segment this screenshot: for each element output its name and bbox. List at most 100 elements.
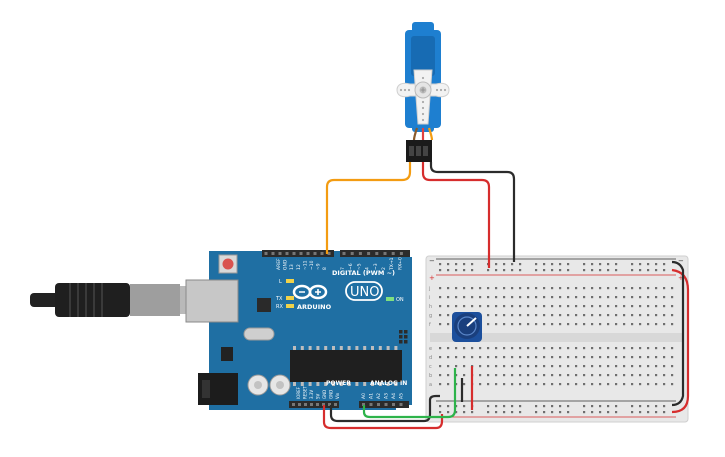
chip-pin <box>347 382 351 386</box>
breadboard-hole <box>511 356 514 359</box>
wires[interactable] <box>322 162 690 430</box>
breadboard-rail-hole <box>471 263 474 266</box>
breadboard-hole <box>551 347 554 350</box>
chip-pin <box>363 382 367 386</box>
chip-pin <box>371 346 374 350</box>
breadboard-rail-hole <box>639 263 642 266</box>
breadboard-hole <box>439 356 442 359</box>
icsp-pin <box>404 335 408 339</box>
breadboard-rail-hole <box>511 269 514 272</box>
breadboard-hole <box>591 323 594 326</box>
breadboard-hole <box>607 383 610 386</box>
breadboard-hole <box>663 383 666 386</box>
breadboard-hole <box>591 347 594 350</box>
breadboard-hole <box>503 383 506 386</box>
digital-pin-hole <box>383 252 387 255</box>
breadboard-hole <box>671 296 674 299</box>
wire-rail-ground-jumper[interactable] <box>671 260 685 407</box>
breadboard-hole <box>519 323 522 326</box>
breadboard-hole <box>655 305 658 308</box>
arduino-logo-text: ARDUINO <box>297 303 332 311</box>
breadboard-hole <box>567 347 570 350</box>
wire-servo-ground[interactable] <box>429 162 516 262</box>
breadboard-hole <box>463 287 466 290</box>
breadboard-hole <box>447 383 450 386</box>
breadboard-hole <box>543 383 546 386</box>
digital-pin-hole <box>306 252 310 255</box>
breadboard-hole <box>527 305 530 308</box>
breadboard-rail-hole <box>471 411 474 414</box>
breadboard-hole <box>551 323 554 326</box>
power-pin-hole <box>304 403 307 406</box>
breadboard-hole <box>551 374 554 377</box>
breadboard-row-letter: i <box>429 295 430 301</box>
breadboard-hole <box>639 287 642 290</box>
digital-header-right <box>340 250 410 257</box>
breadboard-hole <box>599 347 602 350</box>
wire-signal-pin9[interactable] <box>325 162 412 254</box>
breadboard-hole <box>527 365 530 368</box>
breadboard-hole <box>591 356 594 359</box>
breadboard-hole <box>463 374 466 377</box>
breadboard-hole <box>463 305 466 308</box>
breadboard-hole <box>527 314 530 317</box>
digital-pin-label: ~6 <box>348 263 354 270</box>
servo-horn-hole <box>421 112 425 116</box>
digital-header-label: DIGITAL (PWM ~) <box>332 269 395 277</box>
wire-servo-power[interactable] <box>421 162 491 268</box>
breadboard-hole <box>559 347 562 350</box>
breadboard-rail-hole <box>663 263 666 266</box>
capacitor-2-top <box>276 381 284 389</box>
servo-horn-hole <box>421 76 425 80</box>
breadboard-hole <box>575 323 578 326</box>
breadboard-rail-hole <box>535 411 538 414</box>
wire-gnd[interactable] <box>329 394 440 423</box>
chip-pin <box>316 346 320 350</box>
led-tx <box>286 296 294 300</box>
breadboard-hole <box>567 296 570 299</box>
breadboard-hole <box>543 374 546 377</box>
chip-pin <box>378 382 382 386</box>
chip-pin <box>324 346 328 350</box>
digital-pin-hole <box>342 252 346 255</box>
breadboard-hole <box>487 287 490 290</box>
breadboard-rail-hole <box>559 269 562 272</box>
breadboard-hole <box>439 305 442 308</box>
breadboard-rail-hole <box>519 269 522 272</box>
breadboard-rail-hole <box>439 405 442 408</box>
breadboard-hole <box>559 356 562 359</box>
chip-pin <box>308 346 312 350</box>
breadboard-hole <box>511 374 514 377</box>
breadboard-rail-hole <box>495 405 498 408</box>
breadboard-hole <box>663 356 666 359</box>
breadboard-rail-hole <box>495 263 498 266</box>
breadboard-hole <box>519 287 522 290</box>
breadboard-hole <box>631 347 634 350</box>
usb-cable[interactable] <box>30 283 210 317</box>
wire-rail-power-jumper[interactable] <box>671 268 690 414</box>
wire-5v[interactable] <box>322 405 444 430</box>
reset-button-cap <box>222 258 234 270</box>
breadboard-hole <box>439 374 442 377</box>
breadboard-hole <box>631 365 634 368</box>
breadboard-hole <box>479 347 482 350</box>
breadboard-hole <box>543 347 546 350</box>
microcontroller-chip <box>290 350 402 382</box>
breadboard-rail-hole <box>535 263 538 266</box>
breadboard-hole <box>623 356 626 359</box>
breadboard-hole <box>623 314 626 317</box>
digital-pin-hole <box>367 252 371 255</box>
potentiometer[interactable] <box>452 312 482 342</box>
breadboard-hole <box>639 314 642 317</box>
breadboard-hole <box>583 305 586 308</box>
breadboard-hole <box>615 287 618 290</box>
chip-pin <box>332 346 335 350</box>
breadboard-hole <box>551 287 554 290</box>
servo-motor[interactable] <box>396 22 450 162</box>
wire-a0[interactable] <box>362 368 457 419</box>
breadboard-holes[interactable] <box>439 263 674 414</box>
breadboard-rail-hole <box>463 263 466 266</box>
